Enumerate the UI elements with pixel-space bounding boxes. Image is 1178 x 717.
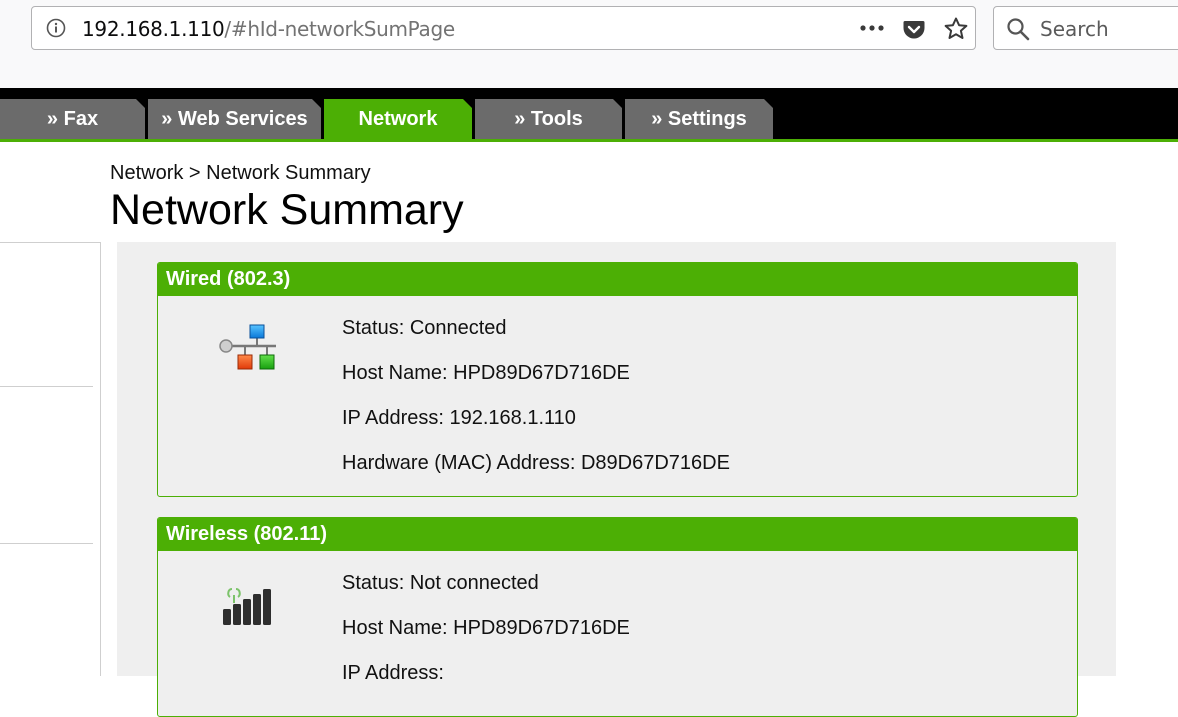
url-host: 192.168.1.110 <box>82 17 225 41</box>
address-bar[interactable]: 192.168.1.110/#hId-networkSumPage <box>31 6 976 50</box>
url-text[interactable]: 192.168.1.110/#hId-networkSumPage <box>82 18 455 40</box>
info-icon[interactable] <box>46 18 66 38</box>
wired-panel: Wired (802.3) Status: Connected Host Nam… <box>157 262 1078 497</box>
wired-network-icon <box>219 324 276 370</box>
sidebar-divider <box>0 543 93 544</box>
tab-fax[interactable]: » Fax <box>0 99 145 139</box>
browser-toolbar: 192.168.1.110/#hId-networkSumPage <box>0 0 1178 88</box>
wired-panel-header: Wired (802.3) <box>158 263 1077 296</box>
star-icon[interactable] <box>943 16 969 42</box>
search-icon <box>1007 18 1030 41</box>
wireless-host-name: Host Name: HPD89D67D716DE <box>342 617 630 639</box>
left-sidebar <box>0 242 101 676</box>
sidebar-divider <box>0 386 93 387</box>
wired-status: Status: Connected <box>342 317 507 339</box>
tab-tools[interactable]: » Tools <box>475 99 622 139</box>
url-path: /#hId-networkSumPage <box>224 17 455 41</box>
search-bar[interactable] <box>993 6 1178 50</box>
wireless-panel: Wireless (802.11) Status: Not connected … <box>157 517 1078 717</box>
tab-web-services[interactable]: » Web Services <box>148 99 321 139</box>
wired-mac-address: Hardware (MAC) Address: D89D67D716DE <box>342 452 730 474</box>
tab-settings[interactable]: » Settings <box>625 99 773 139</box>
breadcrumb: Network > Network Summary <box>110 162 371 184</box>
wired-host-name: Host Name: HPD89D67D716DE <box>342 362 630 384</box>
wireless-panel-header: Wireless (802.11) <box>158 518 1077 551</box>
wireless-status: Status: Not connected <box>342 572 539 594</box>
page-title: Network Summary <box>110 186 464 234</box>
more-icon[interactable] <box>858 20 886 36</box>
wireless-ip-address: IP Address: <box>342 662 444 684</box>
main-nav: » Fax » Web Services Network » Tools » S… <box>0 88 1178 142</box>
wired-ip-address: IP Address: 192.168.1.110 <box>342 407 576 429</box>
wireless-signal-icon <box>223 588 271 625</box>
tab-network[interactable]: Network <box>324 99 472 139</box>
pocket-icon[interactable] <box>902 17 926 41</box>
search-input[interactable] <box>1040 16 1178 42</box>
content-area: Wired (802.3) Status: Connected Host Nam… <box>117 242 1116 717</box>
